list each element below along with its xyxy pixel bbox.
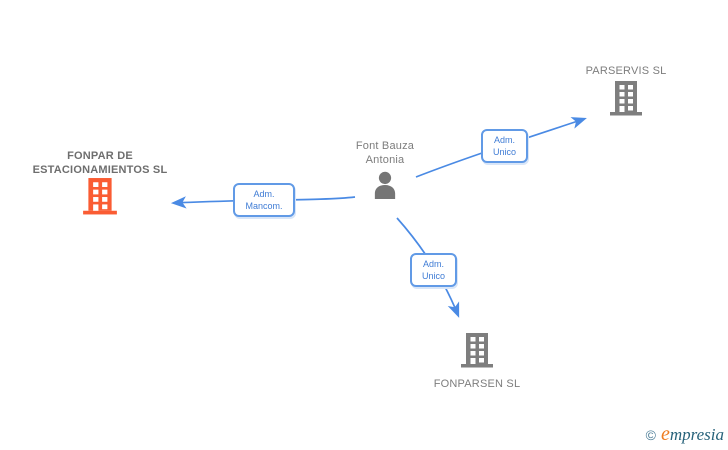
brand-logo: empresia <box>661 423 724 446</box>
person-name-line2: Antonia <box>365 154 405 166</box>
edge-label-adm-mancom: Adm. Mancom. <box>233 183 295 217</box>
node-company-fonpar[interactable]: FONPAR DE ESTACIONAMIENTOS SL <box>0 149 200 220</box>
edge-label-adm-unico-fonparsen: Adm. Unico <box>410 253 457 287</box>
edge-label-line1: Adm. <box>253 189 275 199</box>
edge-label-line1: Adm. <box>493 135 515 145</box>
building-icon-orange <box>83 178 117 215</box>
edge-label-line1: Adm. <box>422 259 444 269</box>
company-fonparsen-name: FONPARSEN SL <box>433 378 521 390</box>
building-icon-gray <box>610 81 642 116</box>
brand-logo-rest: mpresia <box>669 425 724 444</box>
edge-label-line2: Unico <box>492 147 516 157</box>
brand-logo-initial: e <box>660 423 670 445</box>
person-icon <box>374 171 396 199</box>
building-icon-gray <box>461 333 493 368</box>
node-person-font-bauza[interactable]: Font Bauza Antonia <box>325 139 445 210</box>
company-fonpar-name-line1: FONPAR DE <box>67 150 133 162</box>
edge-label-line2: Unico <box>421 271 445 281</box>
company-parservis-name: PARSERVIS SL <box>585 65 667 77</box>
company-fonpar-name-line2: ESTACIONAMIENTOS SL <box>32 164 168 176</box>
edge-label-line2: Mancom. <box>245 201 283 211</box>
edge-label-adm-unico-parservis: Adm. Unico <box>481 129 528 163</box>
node-company-parservis[interactable]: PARSERVIS SL <box>556 64 696 121</box>
node-company-fonparsen[interactable]: FONPARSEN SL <box>407 333 547 391</box>
copyright-icon: © <box>645 427 656 443</box>
empresia-watermark[interactable]: © empresia <box>646 423 724 446</box>
person-name-line1: Font Bauza <box>355 140 415 152</box>
